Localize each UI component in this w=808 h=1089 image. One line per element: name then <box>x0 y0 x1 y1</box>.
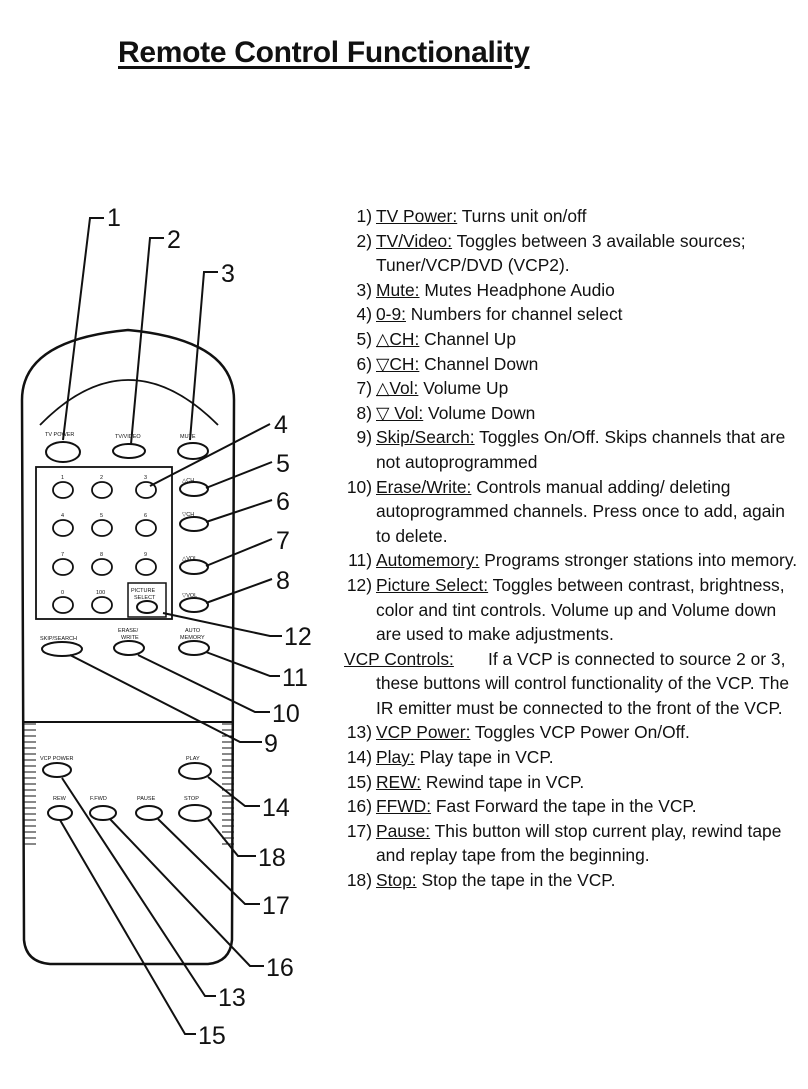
side-grip-left <box>24 723 36 845</box>
callout-14: 14 <box>262 794 290 822</box>
stop-button <box>178 804 212 822</box>
button-label: AUTO <box>185 628 201 634</box>
button-label: 1 <box>61 475 64 481</box>
legend-entry-6: 6)▽CH: Channel Down <box>356 353 539 374</box>
button-label: TV POWER <box>45 432 74 438</box>
callout-4: 4 <box>274 411 288 439</box>
channel-down-button <box>179 516 209 532</box>
legend-entry-15: 15)REW: Rewind tape in VCP. <box>346 771 585 792</box>
callout-5: 5 <box>276 450 290 478</box>
legend-entry-3: 3)Mute: Mutes Headphone Audio <box>356 279 615 300</box>
button-label: VCP POWER <box>40 756 74 762</box>
callout-15: 15 <box>198 1022 226 1050</box>
button-label: △CH <box>182 478 194 484</box>
legend-entry-10: 10)Erase/Write: Controls manual adding/ … <box>346 476 785 546</box>
callout-9: 9 <box>264 730 278 758</box>
legend-vcp-controls: VCP Controls: If a VCP is connected to s… <box>344 648 790 718</box>
legend-entry-1: 1)TV Power: Turns unit on/off <box>356 206 587 226</box>
play-button <box>178 762 212 780</box>
button-label: 8 <box>100 552 103 558</box>
callout-10: 10 <box>272 700 300 728</box>
ffwd-button <box>89 805 117 821</box>
legend-entry-7: 7)△Vol: Volume Up <box>356 378 509 399</box>
callout-13: 13 <box>218 984 246 1012</box>
tv-video-button <box>112 443 146 459</box>
remote-body <box>20 328 236 966</box>
button-label: MEMORY <box>180 635 205 641</box>
mute-button <box>177 442 209 460</box>
page-title: Remote Control Functionality <box>118 36 530 69</box>
button-label: MUTE <box>180 434 196 440</box>
button-label: PAUSE <box>137 796 156 802</box>
button-label: SELECT <box>134 595 156 601</box>
button-label: 4 <box>61 513 64 519</box>
leader-lines <box>59 217 282 1035</box>
callout-1: 1 <box>107 204 121 232</box>
button-label: △VOL <box>182 556 197 562</box>
callout-8: 8 <box>276 567 290 595</box>
legend-entry-12: 12)Picture Select: Toggles between contr… <box>346 574 785 645</box>
volume-up-button <box>179 559 209 575</box>
legend-entry-14: 14)Play: Play tape in VCP. <box>346 747 554 768</box>
number-key-labels: 1 2 3 4 5 6 7 8 9 0 100 <box>61 475 147 596</box>
function-legend: 1)TV Power: Turns unit on/off 2)TV/Video… <box>330 204 800 893</box>
button-label: WRITE <box>121 635 139 641</box>
button-label: 9 <box>144 552 147 558</box>
button-label: 7 <box>61 552 64 558</box>
legend-entry-17: 17)Pause: This button will stop current … <box>346 820 782 866</box>
rew-button <box>47 805 73 821</box>
legend-entry-11: 11)Automemory: Programs stronger station… <box>348 550 798 571</box>
picture-select-frame <box>127 582 167 618</box>
callout-6: 6 <box>276 488 290 516</box>
button-label: 6 <box>144 513 147 519</box>
callout-2: 2 <box>167 226 181 254</box>
button-label: 2 <box>100 475 103 481</box>
legend-entry-8: 8)▽ Vol: Volume Down <box>356 402 536 423</box>
button-label: STOP <box>184 796 199 802</box>
legend-entry-5: 5)△CH: Channel Up <box>356 328 517 349</box>
volume-down-button <box>179 597 209 613</box>
callout-3: 3 <box>221 260 235 288</box>
legend-entry-13: 13)VCP Power: Toggles VCP Power On/Off. <box>346 722 690 743</box>
tv-power-button <box>45 441 81 463</box>
remote-top-arc <box>39 379 219 426</box>
side-grip-right <box>222 723 234 845</box>
button-label: 100 <box>96 590 105 596</box>
skip-search-button <box>41 641 83 657</box>
button-label: 3 <box>144 475 147 481</box>
keypad-frame <box>35 466 173 620</box>
callout-12: 12 <box>284 623 312 651</box>
legend-entry-4: 4)0-9: Numbers for channel select <box>356 304 623 325</box>
erase-write-button <box>113 640 145 656</box>
callout-16: 16 <box>266 954 294 982</box>
button-label: SKIP/SEARCH <box>40 636 77 642</box>
button-label: PICTURE <box>131 588 155 594</box>
button-label: PLAY <box>186 756 200 762</box>
channel-up-button <box>179 481 209 497</box>
button-label: ▽VOL <box>182 593 197 599</box>
callout-11: 11 <box>282 664 308 692</box>
button-label: 0 <box>61 590 64 596</box>
callout-17: 17 <box>262 892 290 920</box>
legend-entry-16: 16)FFWD: Fast Forward the tape in the VC… <box>346 796 697 817</box>
callout-18: 18 <box>258 844 286 872</box>
callout-7: 7 <box>276 527 290 555</box>
picture-select-button <box>136 600 158 614</box>
button-label: TV/VIDEO <box>115 434 141 440</box>
button-label: REW <box>53 796 67 802</box>
button-label: ▽CH <box>182 512 194 518</box>
automemory-button <box>178 640 210 656</box>
legend-entry-9: 9)Skip/Search: Toggles On/Off. Skips cha… <box>356 427 786 472</box>
vcp-power-button <box>42 762 72 778</box>
button-label: ERASE/ <box>118 628 139 634</box>
pause-button <box>135 805 163 821</box>
legend-entry-18: 18)Stop: Stop the tape in the VCP. <box>346 870 616 891</box>
button-label: 5 <box>100 513 103 519</box>
legend-entry-2: 2)TV/Video: Toggles between 3 available … <box>356 230 746 276</box>
button-label: F.FWD <box>90 796 107 802</box>
number-keys <box>52 481 157 614</box>
